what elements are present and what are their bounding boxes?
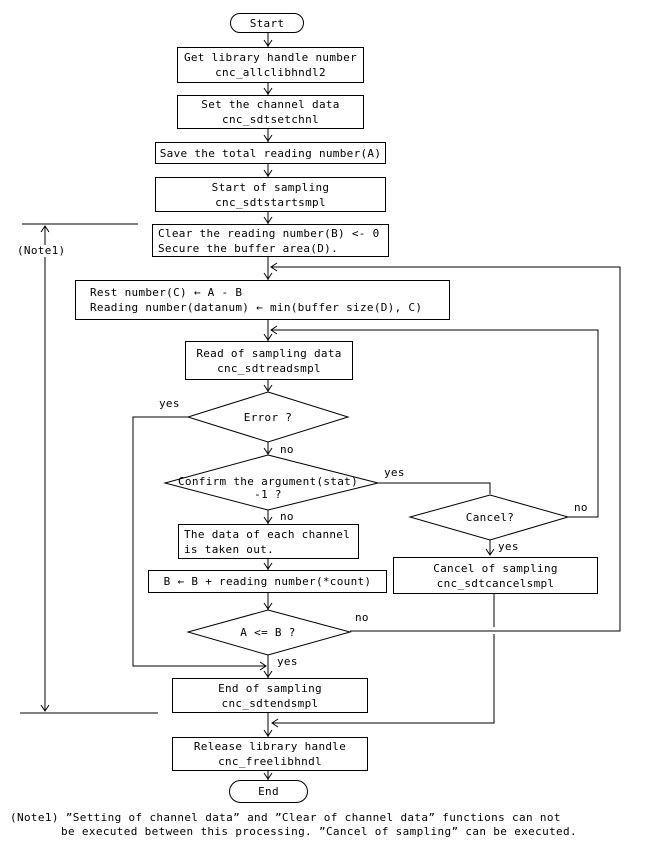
text-line: The data of each channel: [184, 527, 351, 541]
process-read-sampling-data: Read of sampling data cnc_sdtreadsmpl: [185, 341, 353, 380]
text-line: B ← B + reading number(*count): [163, 575, 372, 588]
branch-label-ab-yes: yes: [277, 655, 298, 668]
text-line: cnc_sdtendsmpl: [221, 696, 319, 710]
text-line: Get library handle number: [183, 51, 358, 64]
text-line: cnc_allclibhndl2: [215, 66, 326, 79]
terminal-end: End: [229, 780, 308, 803]
cancel-output-line: [272, 594, 495, 724]
process-cancel-sampling: Cancel of sampling cnc_sdtcancelsmpl: [393, 557, 598, 594]
branch-label-error-no: no: [280, 443, 294, 456]
branch-label-ab-no: no: [355, 611, 369, 624]
arrowheads: [40, 39, 495, 780]
text-line: End of sampling: [218, 681, 322, 695]
down-arrowheads: [263, 39, 495, 780]
process-start-sampling: Start of sampling cnc_sdtstartsmpl: [155, 177, 386, 212]
text-line: Cancel of sampling: [433, 561, 558, 575]
branch-label-confirm-yes: yes: [384, 466, 405, 479]
text-line: cnc_freelibhndl: [218, 755, 322, 768]
text-line: Read of sampling data: [196, 346, 342, 360]
process-end-sampling: End of sampling cnc_sdtendsmpl: [172, 678, 368, 713]
note1-text-line2: be executed between this processing. ”Ca…: [61, 825, 577, 838]
process-take-out-data: The data of each channel is taken out.: [178, 524, 359, 559]
text-line: Rest number(C) ← A - B: [90, 286, 243, 299]
text-line: Start of sampling: [211, 180, 330, 194]
terminal-end-label: End: [258, 785, 279, 798]
ab-no-loop-line: [271, 266, 621, 632]
cancel-diamond: [408, 494, 570, 541]
cancel-no-line: [271, 329, 599, 518]
confirm-yes-line: [378, 482, 491, 494]
note-bracket-lines: [20, 223, 158, 714]
note-bracket-arrowheads: [40, 225, 50, 712]
text-line: Set the channel data: [201, 98, 340, 111]
decision-confirm-label: Confirm the argument(stat) -1 ?: [168, 475, 368, 501]
process-update-b: B ← B + reading number(*count): [148, 570, 387, 593]
branch-label-confirm-no: no: [280, 510, 294, 523]
decision-error-label: Error ?: [243, 411, 293, 424]
text-line: cnc_sdtstartsmpl: [215, 195, 326, 209]
text-line: Confirm the argument(stat): [178, 475, 358, 488]
branch-label-cancel-no: no: [574, 501, 588, 514]
process-clear-reading-number: Clear the reading number(B) <- 0 Secure …: [152, 224, 389, 257]
decision-ab-label: A <= B ?: [240, 626, 296, 639]
text-line: -1 ?: [254, 488, 282, 501]
confirm-argument-diamond: [163, 454, 379, 511]
text-line: cnc_sdtcancelsmpl: [436, 576, 555, 590]
text-line: Release library handle: [193, 740, 347, 753]
connector-lines: [20, 32, 621, 780]
text-line: Clear the reading number(B) <- 0: [158, 226, 380, 240]
process-rest-number: Rest number(C) ← A - B Reading number(da…: [75, 280, 450, 320]
note1-indicator: (Note1): [15, 244, 68, 257]
right-arrowhead: [259, 661, 267, 671]
ab-compare-diamond: [186, 609, 352, 656]
terminal-start: Start: [230, 13, 304, 33]
error-diamond: [186, 391, 350, 443]
text-line: Save the total reading number(A): [159, 146, 382, 160]
decision-diamonds: [163, 391, 570, 656]
left-arrowheads: [270, 262, 279, 728]
process-set-channel-data: Set the channel data cnc_sdtsetchnl: [177, 95, 364, 129]
error-yes-line: [132, 416, 266, 667]
text-line: cnc_sdtreadsmpl: [217, 361, 321, 375]
note1-text-line1: (Note1) ”Setting of channel data” and ”C…: [10, 811, 561, 824]
process-release-library-handle: Release library handle cnc_freelibhndl: [172, 737, 368, 771]
text-line: cnc_sdtsetchnl: [222, 113, 319, 126]
process-save-total-reading: Save the total reading number(A): [155, 142, 386, 164]
terminal-start-label: Start: [249, 16, 285, 30]
decision-cancel-label: Cancel?: [465, 511, 515, 524]
process-get-library-handle: Get library handle number cnc_allclibhnd…: [177, 47, 364, 83]
text-line: Secure the buffer area(D).: [158, 241, 338, 255]
text-line: Reading number(datanum) ← min(buffer siz…: [90, 301, 423, 314]
text-line: is taken out.: [184, 542, 274, 556]
branch-label-error-yes: yes: [159, 397, 180, 410]
branch-label-cancel-yes: yes: [498, 540, 519, 553]
